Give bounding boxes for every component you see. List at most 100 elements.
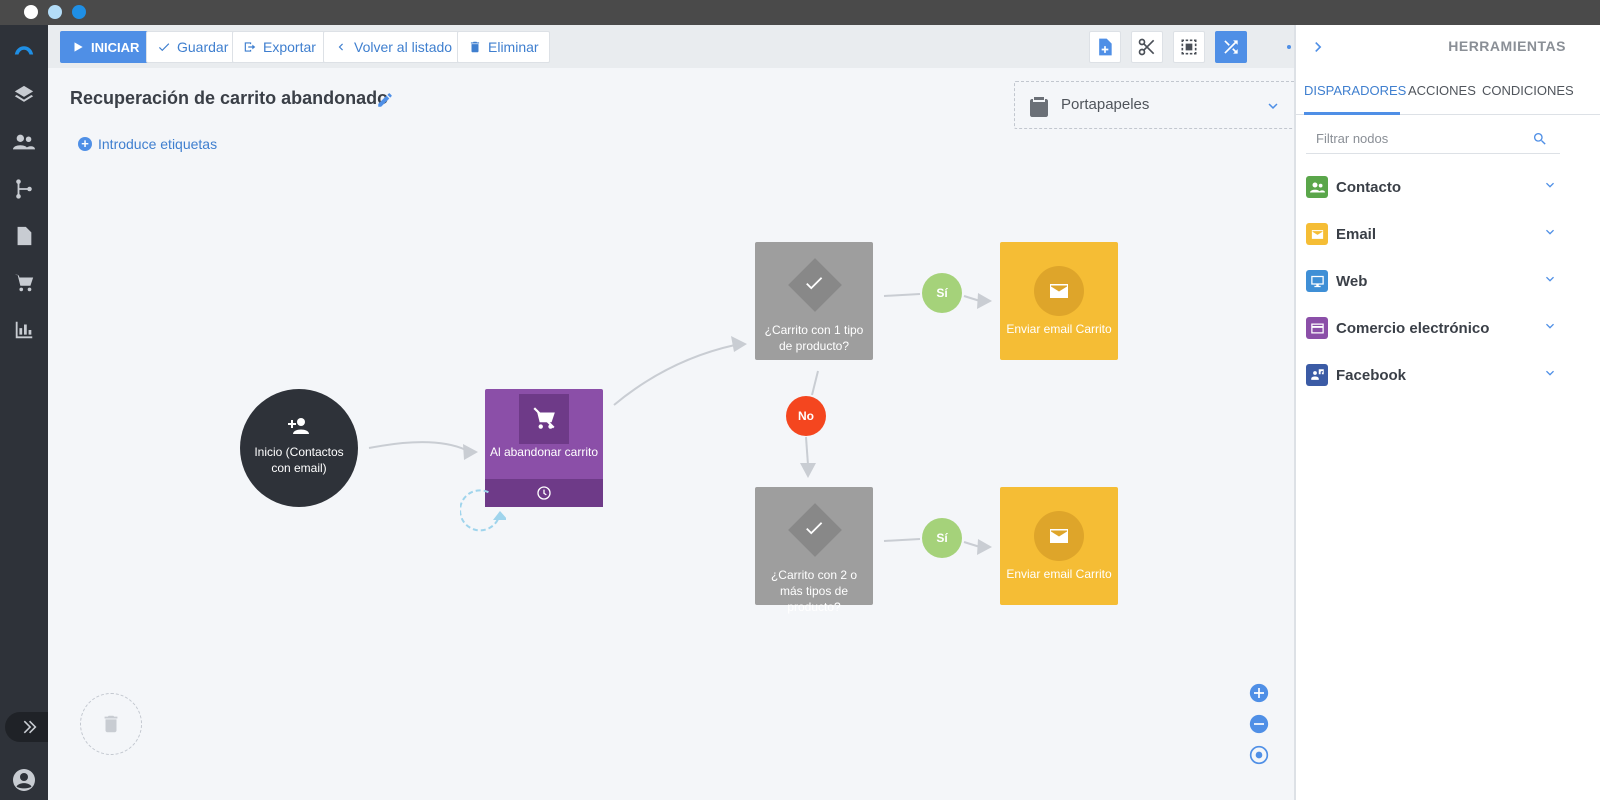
trash-icon bbox=[104, 715, 118, 733]
cart-icon[interactable] bbox=[12, 271, 36, 295]
export-icon bbox=[244, 42, 256, 52]
save-button-label: Guardar bbox=[177, 39, 229, 55]
start-button[interactable]: INICIAR bbox=[60, 31, 151, 63]
user-avatar-icon[interactable] bbox=[0, 760, 48, 800]
category-facebook-label: Facebook bbox=[1336, 366, 1407, 384]
flow-title: Recuperación de carrito abandonado bbox=[70, 88, 389, 108]
export-button[interactable]: Exportar bbox=[232, 31, 327, 63]
yes-badge-1[interactable]: Sí bbox=[922, 273, 962, 313]
target-icon bbox=[1249, 745, 1269, 765]
chevron-down-icon bbox=[1264, 97, 1282, 115]
category-email-label: Email bbox=[1336, 225, 1377, 243]
send-email-node-1-label: Enviar email Carrito bbox=[1006, 322, 1112, 336]
tools-panel: HERRAMIENTAS DISPARADORES ACCIONES CONDI… bbox=[1294, 25, 1600, 800]
contacts-icon[interactable] bbox=[12, 130, 36, 154]
select-area-button[interactable] bbox=[1173, 31, 1205, 63]
flow-icon[interactable] bbox=[12, 177, 36, 201]
nav-expand-button[interactable] bbox=[5, 712, 53, 742]
tab-triggers[interactable]: DISPARADORES bbox=[1304, 79, 1406, 115]
save-button[interactable]: Guardar bbox=[146, 31, 240, 63]
check-icon bbox=[803, 272, 825, 294]
clock-icon[interactable] bbox=[485, 479, 603, 507]
chevron-down-icon bbox=[1542, 365, 1558, 386]
new-document-button[interactable] bbox=[1089, 31, 1121, 63]
tab-conditions[interactable]: CONDICIONES bbox=[1482, 83, 1574, 98]
add-tags-link[interactable]: + Introduce etiquetas bbox=[78, 136, 217, 152]
zoom-in-button[interactable] bbox=[1249, 683, 1269, 703]
category-web[interactable]: Web bbox=[1306, 266, 1558, 296]
category-contact-label: Contacto bbox=[1336, 178, 1401, 196]
envelope-icon bbox=[1034, 511, 1084, 561]
back-to-list-label: Volver al listado bbox=[354, 39, 453, 55]
chevron-down-icon bbox=[1542, 318, 1558, 339]
back-to-list-button[interactable]: Volver al listado bbox=[323, 31, 464, 63]
collapse-panel-button[interactable] bbox=[1308, 37, 1328, 57]
yes-badge-2[interactable]: Sí bbox=[922, 518, 962, 558]
start-button-label: INICIAR bbox=[91, 39, 140, 55]
clipboard-label: Portapapeles bbox=[1061, 96, 1150, 113]
tab-actions[interactable]: ACCIONES bbox=[1408, 83, 1476, 98]
category-facebook[interactable]: Facebook bbox=[1306, 360, 1558, 390]
check-icon bbox=[803, 517, 825, 539]
abandoned-cart-trigger-node[interactable]: Al abandonar carrito bbox=[485, 389, 603, 507]
delete-button[interactable]: Eliminar bbox=[457, 31, 550, 63]
remove-cart-icon bbox=[519, 394, 569, 444]
cut-button[interactable] bbox=[1131, 31, 1163, 63]
condition-node-1[interactable]: ¿Carrito con 1 tipo de producto? bbox=[755, 242, 873, 360]
loop-connector-icon[interactable] bbox=[460, 487, 506, 533]
envelope-icon bbox=[1306, 223, 1328, 245]
category-ecommerce[interactable]: Comercio electrónico bbox=[1306, 313, 1558, 343]
start-node[interactable]: Inicio (Contactos con email) bbox=[240, 389, 358, 507]
condition-node-1-label: ¿Carrito con 1 tipo de producto? bbox=[764, 323, 864, 353]
document-icon[interactable] bbox=[12, 224, 36, 248]
send-email-node-1[interactable]: Enviar email Carrito bbox=[1000, 242, 1118, 360]
center-view-button[interactable] bbox=[1249, 745, 1269, 765]
start-node-label: Inicio (Contactos con email) bbox=[254, 445, 344, 475]
delete-button-label: Eliminar bbox=[488, 39, 539, 55]
edit-title-icon[interactable] bbox=[376, 91, 394, 109]
window-close-dot[interactable] bbox=[24, 5, 38, 19]
no-badge[interactable]: No bbox=[786, 396, 826, 436]
toolbar: INICIAR Guardar Exportar Volver al lista… bbox=[48, 25, 1318, 68]
condition-node-2[interactable]: ¿Carrito con 2 o más tipos de producto? bbox=[755, 487, 873, 614]
card-icon bbox=[1306, 317, 1328, 339]
window-minimize-dot[interactable] bbox=[48, 5, 62, 19]
check-icon bbox=[158, 43, 170, 52]
flow-canvas[interactable]: Recuperación de carrito abandonado + Int… bbox=[48, 68, 1318, 800]
select-area-icon bbox=[1181, 39, 1197, 55]
send-email-node-2-label: Enviar email Carrito bbox=[1006, 567, 1112, 581]
send-email-node-2[interactable]: Enviar email Carrito bbox=[1000, 487, 1118, 605]
minus-circle-icon bbox=[1249, 714, 1269, 734]
trigger-node-label: Al abandonar carrito bbox=[489, 445, 599, 459]
trash-drop-zone[interactable] bbox=[80, 693, 142, 755]
chevron-right-icon bbox=[1315, 42, 1322, 52]
plus-circle-icon bbox=[1249, 683, 1269, 703]
condition-node-2-label: ¿Carrito con 2 o más tipos de producto? bbox=[770, 568, 858, 614]
left-nav bbox=[0, 25, 53, 800]
panel-tabs: DISPARADORES ACCIONES CONDICIONES bbox=[1296, 79, 1600, 115]
clipboard-dropdown[interactable]: Portapapeles bbox=[1014, 81, 1301, 129]
plus-circle-icon: + bbox=[78, 137, 92, 151]
export-button-label: Exportar bbox=[263, 39, 316, 55]
search-icon[interactable] bbox=[1532, 131, 1548, 147]
category-web-label: Web bbox=[1336, 272, 1368, 290]
trash-icon bbox=[470, 41, 480, 53]
play-icon bbox=[74, 42, 83, 52]
zoom-out-button[interactable] bbox=[1249, 714, 1269, 734]
chart-icon[interactable] bbox=[12, 318, 36, 342]
shuffle-icon bbox=[1224, 40, 1238, 54]
category-ecommerce-label: Comercio electrónico bbox=[1336, 319, 1490, 337]
panel-title: HERRAMIENTAS bbox=[1448, 38, 1566, 54]
monitor-icon bbox=[1306, 270, 1328, 292]
category-email[interactable]: Email bbox=[1306, 219, 1558, 249]
clipboard-icon bbox=[1027, 94, 1051, 118]
logo-icon[interactable] bbox=[12, 37, 36, 61]
shuffle-button[interactable] bbox=[1215, 31, 1247, 63]
category-contact[interactable]: Contacto bbox=[1306, 172, 1558, 202]
window-maximize-dot[interactable] bbox=[72, 5, 86, 19]
facebook-icon bbox=[1306, 364, 1328, 386]
envelope-icon bbox=[1034, 266, 1084, 316]
filter-nodes-input[interactable] bbox=[1306, 124, 1560, 154]
layers-icon[interactable] bbox=[12, 83, 36, 107]
chevron-down-icon bbox=[1542, 271, 1558, 292]
